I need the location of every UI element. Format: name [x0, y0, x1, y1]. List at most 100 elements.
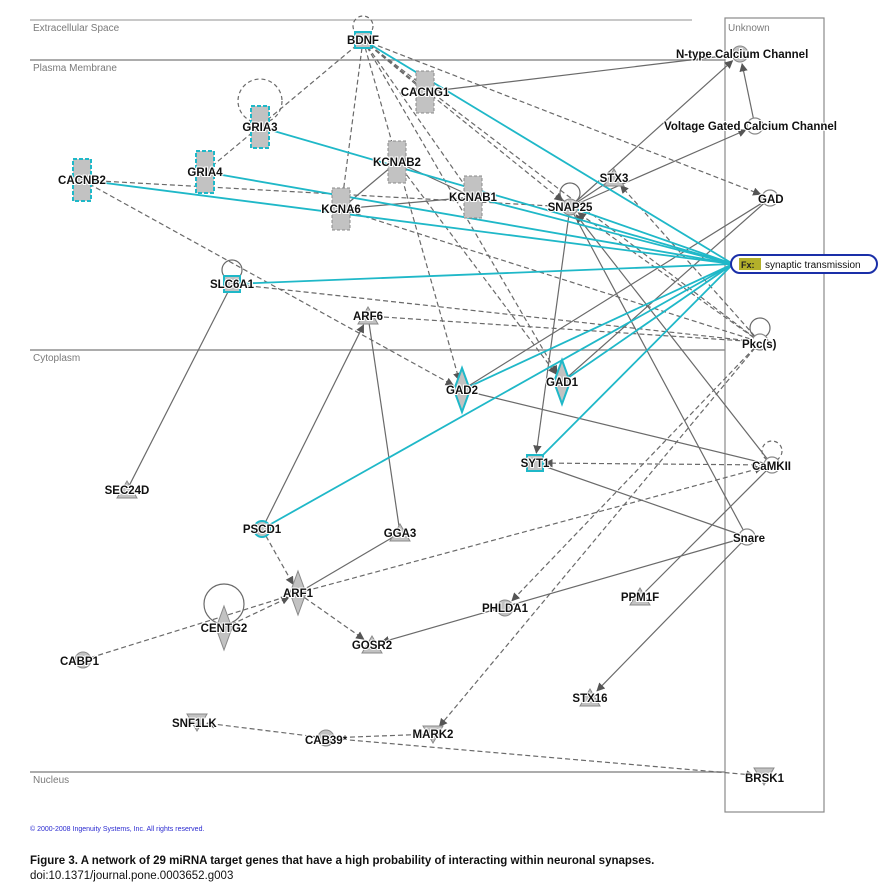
- node-gad1[interactable]: GAD1: [545, 357, 580, 407]
- edge-camkii-snap25: [575, 214, 773, 466]
- node-pscd1-label: PSCD1: [243, 524, 282, 536]
- node-gad1-shape: [552, 357, 572, 407]
- node-centg2[interactable]: CENTG2: [200, 604, 248, 652]
- node-kcnab1-label: KCNAB1: [449, 192, 498, 204]
- edge-bdnf-gad1: [362, 39, 558, 375]
- edge-bdnf-snap25: [362, 39, 563, 202]
- node-kcnab2[interactable]: KCNAB2: [372, 140, 422, 184]
- network-diagram: Extracellular Space Plasma Membrane Cyto…: [30, 15, 878, 813]
- edge-fx-slc6a1: [231, 263, 734, 285]
- edge-bdnf-gad: [362, 39, 762, 196]
- node-sec24d-shape: [116, 480, 138, 499]
- edge-slc6a1-pkc: [231, 283, 761, 343]
- node-snare[interactable]: Snare: [732, 528, 766, 546]
- node-bdnf-shape: [354, 31, 372, 49]
- node-kcna6[interactable]: KCNA6: [320, 187, 362, 231]
- edge-vgcc-ncc: [739, 62, 756, 127]
- node-stx3[interactable]: STX3: [599, 168, 629, 187]
- node-arf6-shape: [357, 306, 379, 325]
- node-kcna6-shape: [331, 187, 351, 231]
- edge-cab39-brsk1: [325, 737, 755, 779]
- region-cytoplasm-label: Cytoplasm: [33, 353, 80, 364]
- node-arf1-label: ARF1: [283, 588, 314, 600]
- node-snf1lk-label: SNF1LK: [172, 718, 217, 730]
- node-camkii-label: CaMKII: [752, 461, 791, 473]
- edge-centg2-arf1: [223, 596, 290, 629]
- edge-fx-gria3: [259, 126, 734, 265]
- node-cacnb2[interactable]: CACNB2: [57, 158, 107, 202]
- node-gad2[interactable]: GAD2: [445, 365, 479, 415]
- node-arf1[interactable]: ARF1: [282, 569, 315, 617]
- node-gria4[interactable]: GRIA4: [186, 150, 224, 194]
- node-centg2-shape: [215, 604, 233, 652]
- node-vgcc-shape: [746, 117, 764, 135]
- node-stx3-shape: [603, 168, 625, 187]
- node-bdnf-label: BDNF: [347, 35, 379, 47]
- edge-fx-snap25: [569, 206, 734, 265]
- node-ncc[interactable]: N-type Calcium Channel: [675, 45, 809, 63]
- node-gria4-shape: [195, 150, 215, 194]
- node-kcnab1[interactable]: KCNAB1: [448, 175, 499, 219]
- node-ppm1f-label: PPM1F: [621, 592, 659, 604]
- edge-cabp1-arf1: [82, 592, 299, 661]
- node-pscd1-shape: [253, 520, 271, 538]
- node-stx16-label: STX16: [572, 693, 607, 705]
- edge-bdnf-gria4: [204, 39, 364, 173]
- node-gga3[interactable]: GGA3: [383, 523, 417, 542]
- node-ppm1f[interactable]: PPM1F: [620, 587, 660, 606]
- node-stx16[interactable]: STX16: [571, 688, 609, 707]
- edge-arf6-gga3: [367, 315, 401, 534]
- node-phlda1-label: PHLDA1: [482, 603, 529, 615]
- edge-fx-gad1: [561, 263, 734, 383]
- node-brsk1-label: BRSK1: [745, 773, 785, 785]
- node-syt1-shape: [526, 454, 544, 472]
- node-phlda1[interactable]: PHLDA1: [481, 599, 530, 617]
- node-sec24d-label: SEC24D: [105, 485, 150, 497]
- node-brsk1[interactable]: BRSK1: [744, 767, 786, 786]
- node-gria3[interactable]: GRIA3: [241, 105, 279, 149]
- edge-gria3-gria3: [237, 78, 283, 124]
- node-pkc-shape: [751, 333, 769, 351]
- node-bdnf[interactable]: BDNF: [346, 31, 380, 49]
- node-mark2[interactable]: MARK2: [412, 725, 454, 744]
- node-gad2-shape: [452, 365, 472, 415]
- edge-gad2-camkii: [461, 389, 773, 466]
- node-syt1[interactable]: SYT1: [520, 454, 551, 472]
- region-unknown-label: Unknown: [728, 23, 770, 34]
- node-cacng1[interactable]: CACNG1: [400, 70, 451, 114]
- edge-snap25-vgcc: [569, 129, 747, 208]
- node-pscd1[interactable]: PSCD1: [242, 520, 283, 538]
- node-pkc[interactable]: Pkc(s): [741, 333, 778, 352]
- node-stx16-shape: [579, 688, 601, 707]
- node-kcnab2-label: KCNAB2: [373, 157, 421, 169]
- node-snf1lk-shape: [186, 713, 208, 732]
- edge-arf1-camkii: [297, 465, 764, 594]
- edge-ppm1f-camkii: [639, 464, 773, 598]
- function-node-synaptic-transmission[interactable]: Fx: synaptic transmission: [730, 254, 878, 274]
- edge-snap25-snare: [569, 206, 748, 538]
- node-vgcc[interactable]: Voltage Gated Calcium Channel: [663, 117, 838, 135]
- node-sec24d[interactable]: SEC24D: [104, 480, 150, 499]
- node-arf6[interactable]: ARF6: [352, 306, 384, 325]
- node-snap25[interactable]: SNAP25: [547, 198, 594, 216]
- node-arf1-shape: [289, 569, 307, 617]
- node-centg2-label: CENTG2: [201, 623, 248, 635]
- node-snf1lk[interactable]: SNF1LK: [171, 713, 218, 732]
- edge-fx-cacnb2: [81, 179, 734, 265]
- node-camkii[interactable]: CaMKII: [751, 456, 792, 474]
- node-gga3-label: GGA3: [384, 528, 417, 540]
- edge-gad-gad2: [461, 197, 771, 391]
- edge-bdnf-gad2: [362, 39, 462, 382]
- node-slc6a1[interactable]: SLC6A1: [209, 275, 256, 293]
- node-cabp1[interactable]: CABP1: [59, 651, 101, 669]
- edge-snap25-syt1: [533, 206, 571, 454]
- caption-doi[interactable]: doi:10.1371/journal.pone.0003652.g003: [30, 870, 234, 882]
- node-mark2-shape: [422, 725, 444, 744]
- node-pkc-label: Pkc(s): [742, 339, 777, 351]
- node-gosr2[interactable]: GOSR2: [351, 635, 393, 654]
- figure-caption: Figure 3. A network of 29 miRNA target g…: [30, 854, 880, 884]
- edge-fx-syt1: [534, 263, 734, 464]
- node-cab39[interactable]: CAB39*: [304, 729, 349, 748]
- node-gad[interactable]: GAD: [757, 189, 785, 207]
